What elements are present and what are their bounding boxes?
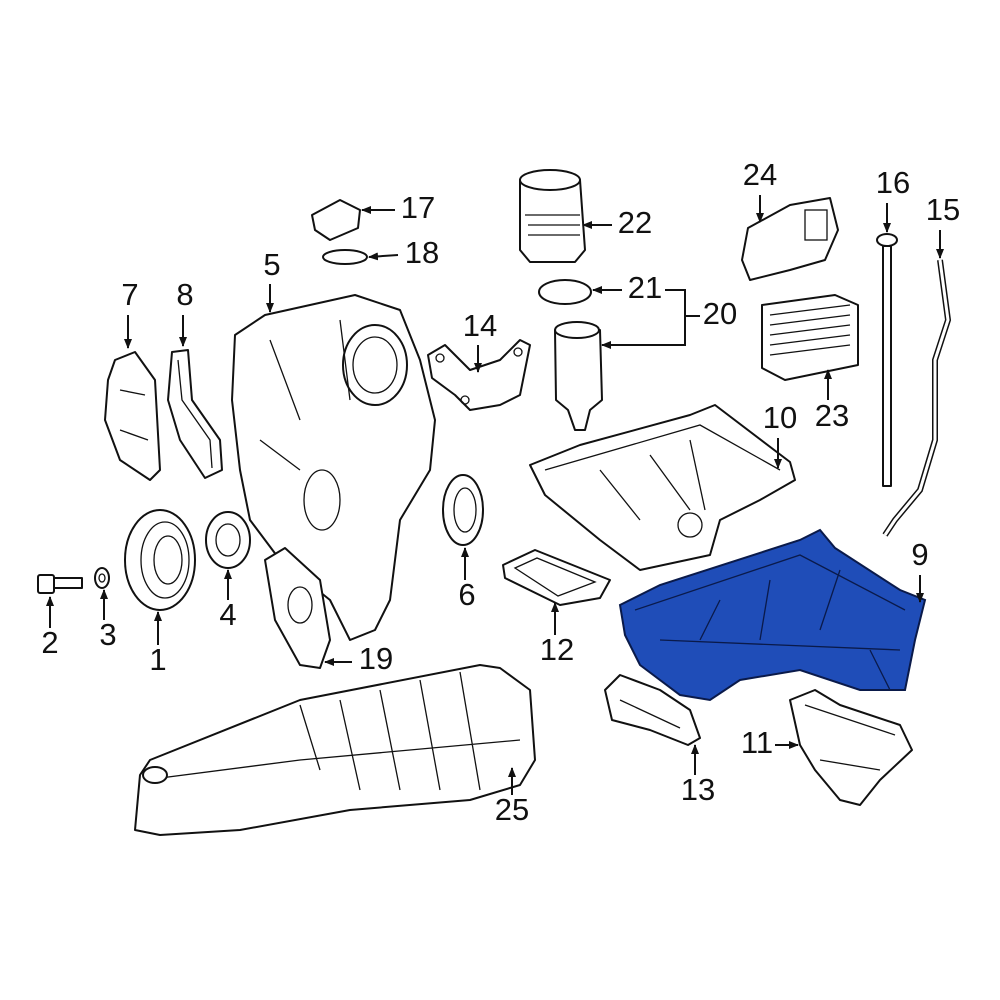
callout-22: 22 xyxy=(618,205,652,240)
part-1-pulley[interactable] xyxy=(124,509,196,611)
part-12-gasket[interactable] xyxy=(502,549,611,606)
part-21-o-ring[interactable] xyxy=(538,279,592,305)
callout-15: 15 xyxy=(926,192,960,227)
part-24-gasket[interactable] xyxy=(741,197,839,281)
part-22-filter-cap[interactable] xyxy=(519,169,586,263)
callout-9: 9 xyxy=(911,537,928,572)
callout-1: 1 xyxy=(149,642,166,677)
part-11-oil-sump[interactable] xyxy=(789,689,913,806)
callout-23: 23 xyxy=(815,398,849,433)
part-8-gasket[interactable] xyxy=(167,349,223,479)
callout-16: 16 xyxy=(876,165,910,200)
part-17-cap[interactable] xyxy=(311,199,361,241)
callout-19: 19 xyxy=(359,641,393,676)
callout-10: 10 xyxy=(763,400,797,435)
part-13-bracket[interactable] xyxy=(604,674,701,746)
part-4-sprocket[interactable] xyxy=(205,511,251,569)
callout-3: 3 xyxy=(99,617,116,652)
callout-24: 24 xyxy=(743,157,777,192)
callout-5: 5 xyxy=(263,247,280,282)
callout-12: 12 xyxy=(540,632,574,667)
callout-20: 20 xyxy=(703,296,737,331)
part-9-oil-pan-highlighted[interactable] xyxy=(618,528,927,702)
part-25-intake-manifold[interactable] xyxy=(134,664,536,836)
part-14-bracket[interactable] xyxy=(427,339,531,411)
leader-lines xyxy=(46,195,944,795)
part-20-filter-element[interactable] xyxy=(554,321,603,431)
callout-11: 11 xyxy=(741,725,773,760)
part-16-dipstick[interactable] xyxy=(876,233,898,487)
part-5-timing-cover[interactable] xyxy=(231,294,436,641)
callout-13: 13 xyxy=(681,772,715,807)
callout-6: 6 xyxy=(458,577,475,612)
part-10-upper-oil-pan[interactable] xyxy=(529,404,796,571)
callout-numbers: 1 2 3 4 5 6 7 8 9 10 11 12 13 14 15 16 1… xyxy=(41,157,960,827)
part-15-dipstick-tube[interactable] xyxy=(882,259,952,537)
callout-4: 4 xyxy=(219,597,236,632)
callout-21: 21 xyxy=(628,270,662,305)
callout-18: 18 xyxy=(405,235,439,270)
callout-8: 8 xyxy=(176,277,193,312)
part-7-cover[interactable] xyxy=(104,351,161,481)
part-23-oil-cooler[interactable] xyxy=(761,294,859,381)
part-18-o-ring[interactable] xyxy=(322,249,368,265)
callout-7: 7 xyxy=(121,277,138,312)
callout-25: 25 xyxy=(495,792,529,827)
callout-14: 14 xyxy=(463,308,497,343)
part-2-bolt[interactable] xyxy=(37,574,83,594)
part-6-seal[interactable] xyxy=(442,474,484,546)
callout-17: 17 xyxy=(401,190,435,225)
part-3-washer[interactable] xyxy=(94,567,110,589)
part-19-gasket[interactable] xyxy=(264,547,331,669)
callout-2: 2 xyxy=(41,625,58,660)
